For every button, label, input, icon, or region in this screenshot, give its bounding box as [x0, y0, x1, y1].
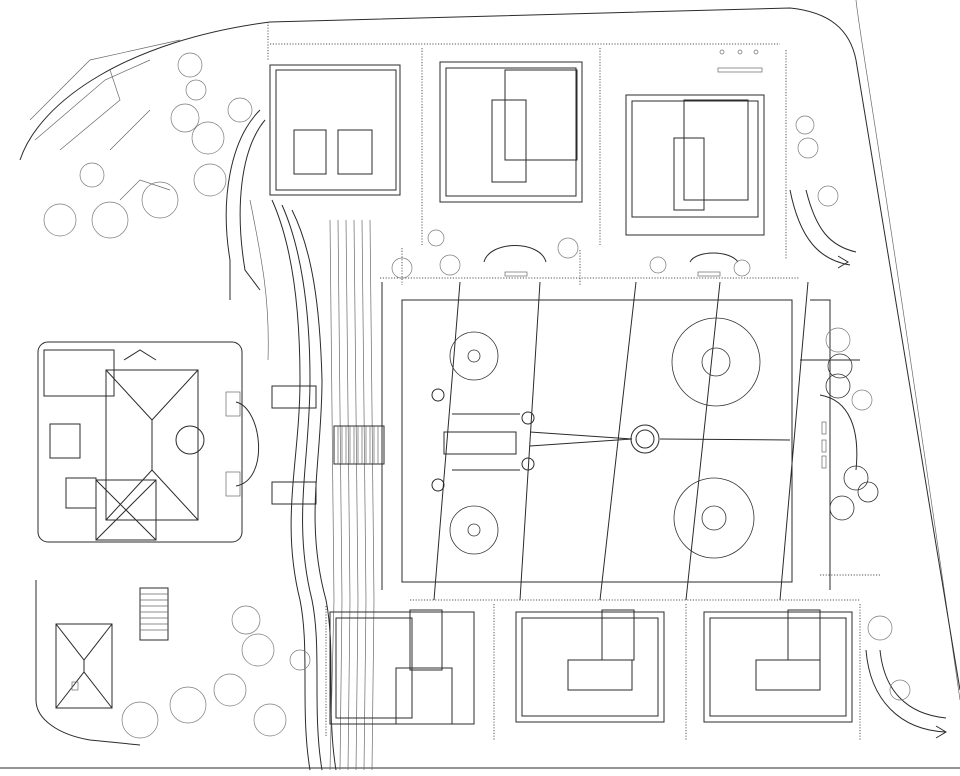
outbuilding — [35, 580, 141, 746]
lot-fences — [325, 248, 861, 740]
villa-top-1 — [269, 64, 401, 196]
central-courtyard — [381, 245, 809, 601]
trees — [43, 52, 911, 739]
hedges-top — [267, 22, 880, 601]
villa-bottom-1 — [329, 609, 475, 725]
entry-details — [717, 49, 947, 739]
villa-bottom-3 — [703, 609, 853, 723]
main-house — [37, 341, 259, 543]
bridges-and-steps — [139, 385, 385, 641]
villa-bottom-2 — [515, 609, 665, 723]
terrain-contours — [29, 39, 266, 300]
villa-top-2 — [439, 61, 583, 203]
contour-band — [249, 199, 375, 771]
villa-top-3 — [625, 94, 765, 236]
east-garden — [789, 189, 947, 733]
